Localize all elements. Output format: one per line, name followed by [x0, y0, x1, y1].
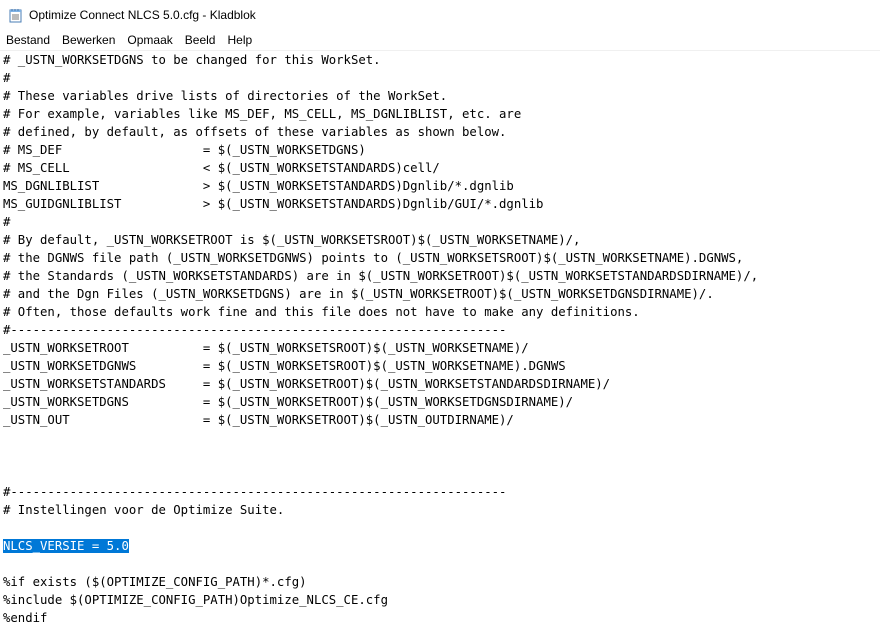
text-line[interactable]: # and the Dgn Files (_USTN_WORKSETDGNS) …: [3, 285, 758, 303]
text-line[interactable]: MS_DGNLIBLIST > $(_USTN_WORKSETSTANDARDS…: [3, 177, 758, 195]
text-line[interactable]: # Instellingen voor de Optimize Suite.: [3, 501, 758, 519]
menu-opmaak[interactable]: Opmaak: [127, 33, 173, 47]
line-text: # MS_DEF = $(_USTN_WORKSETDGNS): [3, 143, 366, 157]
text-line[interactable]: [3, 447, 758, 465]
text-line[interactable]: [3, 555, 758, 573]
line-text: #: [3, 71, 11, 85]
text-line[interactable]: #---------------------------------------…: [3, 321, 758, 339]
text-line[interactable]: #: [3, 69, 758, 87]
text-line[interactable]: MS_GUIDGNLIBLIST > $(_USTN_WORKSETSTANDA…: [3, 195, 758, 213]
text-line[interactable]: _USTN_OUT = $(_USTN_WORKSETROOT)$(_USTN_…: [3, 411, 758, 429]
text-line[interactable]: # These variables drive lists of directo…: [3, 87, 758, 105]
line-text: %endif: [3, 611, 48, 625]
line-text: %include $(OPTIMIZE_CONFIG_PATH)Optimize…: [3, 593, 388, 607]
line-text: #---------------------------------------…: [3, 485, 507, 499]
text-line[interactable]: # By default, _USTN_WORKSETROOT is $(_US…: [3, 231, 758, 249]
line-text: MS_DGNLIBLIST > $(_USTN_WORKSETSTANDARDS…: [3, 179, 514, 193]
line-text: # Often, those defaults work fine and th…: [3, 305, 640, 319]
text-line[interactable]: [3, 519, 758, 537]
line-text: # For example, variables like MS_DEF, MS…: [3, 107, 522, 121]
line-text: %if exists ($(OPTIMIZE_CONFIG_PATH)*.cfg…: [3, 575, 307, 589]
text-line[interactable]: #---------------------------------------…: [3, 483, 758, 501]
menu-bestand[interactable]: Bestand: [6, 33, 51, 47]
text-line[interactable]: %endif: [3, 609, 758, 627]
text-line[interactable]: # MS_CELL < $(_USTN_WORKSETSTANDARDS)cel…: [3, 159, 758, 177]
menu-help[interactable]: Help: [227, 33, 253, 47]
text-editor-area[interactable]: # _USTN_WORKSETDGNS to be changed for th…: [0, 51, 880, 639]
text-line[interactable]: _USTN_WORKSETDGNWS = $(_USTN_WORKSETSROO…: [3, 357, 758, 375]
menu-bewerken[interactable]: Bewerken: [62, 33, 116, 47]
menu-beeld[interactable]: Beeld: [184, 33, 216, 47]
line-text: # _USTN_WORKSETDGNS to be changed for th…: [3, 53, 381, 67]
line-text: _USTN_OUT = $(_USTN_WORKSETROOT)$(_USTN_…: [3, 413, 514, 427]
window-title: Optimize Connect NLCS 5.0.cfg - Kladblok: [29, 8, 256, 22]
line-text: _USTN_WORKSETDGNWS = $(_USTN_WORKSETSROO…: [3, 359, 566, 373]
text-line[interactable]: #: [3, 213, 758, 231]
text-line[interactable]: %if exists ($(OPTIMIZE_CONFIG_PATH)*.cfg…: [3, 573, 758, 591]
line-text: #: [3, 215, 11, 229]
text-line[interactable]: # MS_DEF = $(_USTN_WORKSETDGNS): [3, 141, 758, 159]
title-bar[interactable]: Optimize Connect NLCS 5.0.cfg - Kladblok: [0, 0, 880, 30]
line-text: # By default, _USTN_WORKSETROOT is $(_US…: [3, 233, 581, 247]
selected-text: NLCS_VERSIE = 5.0: [3, 539, 129, 553]
text-line[interactable]: _USTN_WORKSETDGNS = $(_USTN_WORKSETROOT)…: [3, 393, 758, 411]
line-text: # These variables drive lists of directo…: [3, 89, 448, 103]
text-line[interactable]: # defined, by default, as offsets of the…: [3, 123, 758, 141]
text-line[interactable]: _USTN_WORKSETROOT = $(_USTN_WORKSETSROOT…: [3, 339, 758, 357]
text-line[interactable]: # the DGNWS file path (_USTN_WORKSETDGNW…: [3, 249, 758, 267]
text-line[interactable]: # For example, variables like MS_DEF, MS…: [3, 105, 758, 123]
text-line[interactable]: %include $(OPTIMIZE_CONFIG_PATH)Optimize…: [3, 591, 758, 609]
line-text: # and the Dgn Files (_USTN_WORKSETDGNS) …: [3, 287, 714, 301]
text-line[interactable]: [3, 429, 758, 447]
text-line[interactable]: # the Standards (_USTN_WORKSETSTANDARDS)…: [3, 267, 758, 285]
line-text: _USTN_WORKSETSTANDARDS = $(_USTN_WORKSET…: [3, 377, 611, 391]
text-line[interactable]: # Often, those defaults work fine and th…: [3, 303, 758, 321]
menu-bar: Bestand Bewerken Opmaak Beeld Help: [0, 30, 880, 51]
text-line[interactable]: [3, 465, 758, 483]
line-text: # Instellingen voor de Optimize Suite.: [3, 503, 285, 517]
line-text: # MS_CELL < $(_USTN_WORKSETSTANDARDS)cel…: [3, 161, 440, 175]
line-text: MS_GUIDGNLIBLIST > $(_USTN_WORKSETSTANDA…: [3, 197, 544, 211]
line-text: # the Standards (_USTN_WORKSETSTANDARDS)…: [3, 269, 759, 283]
text-line[interactable]: # _USTN_WORKSETDGNS to be changed for th…: [3, 51, 758, 69]
text-content[interactable]: # _USTN_WORKSETDGNS to be changed for th…: [3, 51, 758, 627]
text-line[interactable]: _USTN_WORKSETSTANDARDS = $(_USTN_WORKSET…: [3, 375, 758, 393]
line-text: # the DGNWS file path (_USTN_WORKSETDGNW…: [3, 251, 744, 265]
line-text: #---------------------------------------…: [3, 323, 507, 337]
line-text: _USTN_WORKSETROOT = $(_USTN_WORKSETSROOT…: [3, 341, 529, 355]
text-line[interactable]: NLCS_VERSIE = 5.0: [3, 537, 758, 555]
line-text: _USTN_WORKSETDGNS = $(_USTN_WORKSETROOT)…: [3, 395, 574, 409]
notepad-icon: [9, 8, 23, 23]
line-text: # defined, by default, as offsets of the…: [3, 125, 507, 139]
